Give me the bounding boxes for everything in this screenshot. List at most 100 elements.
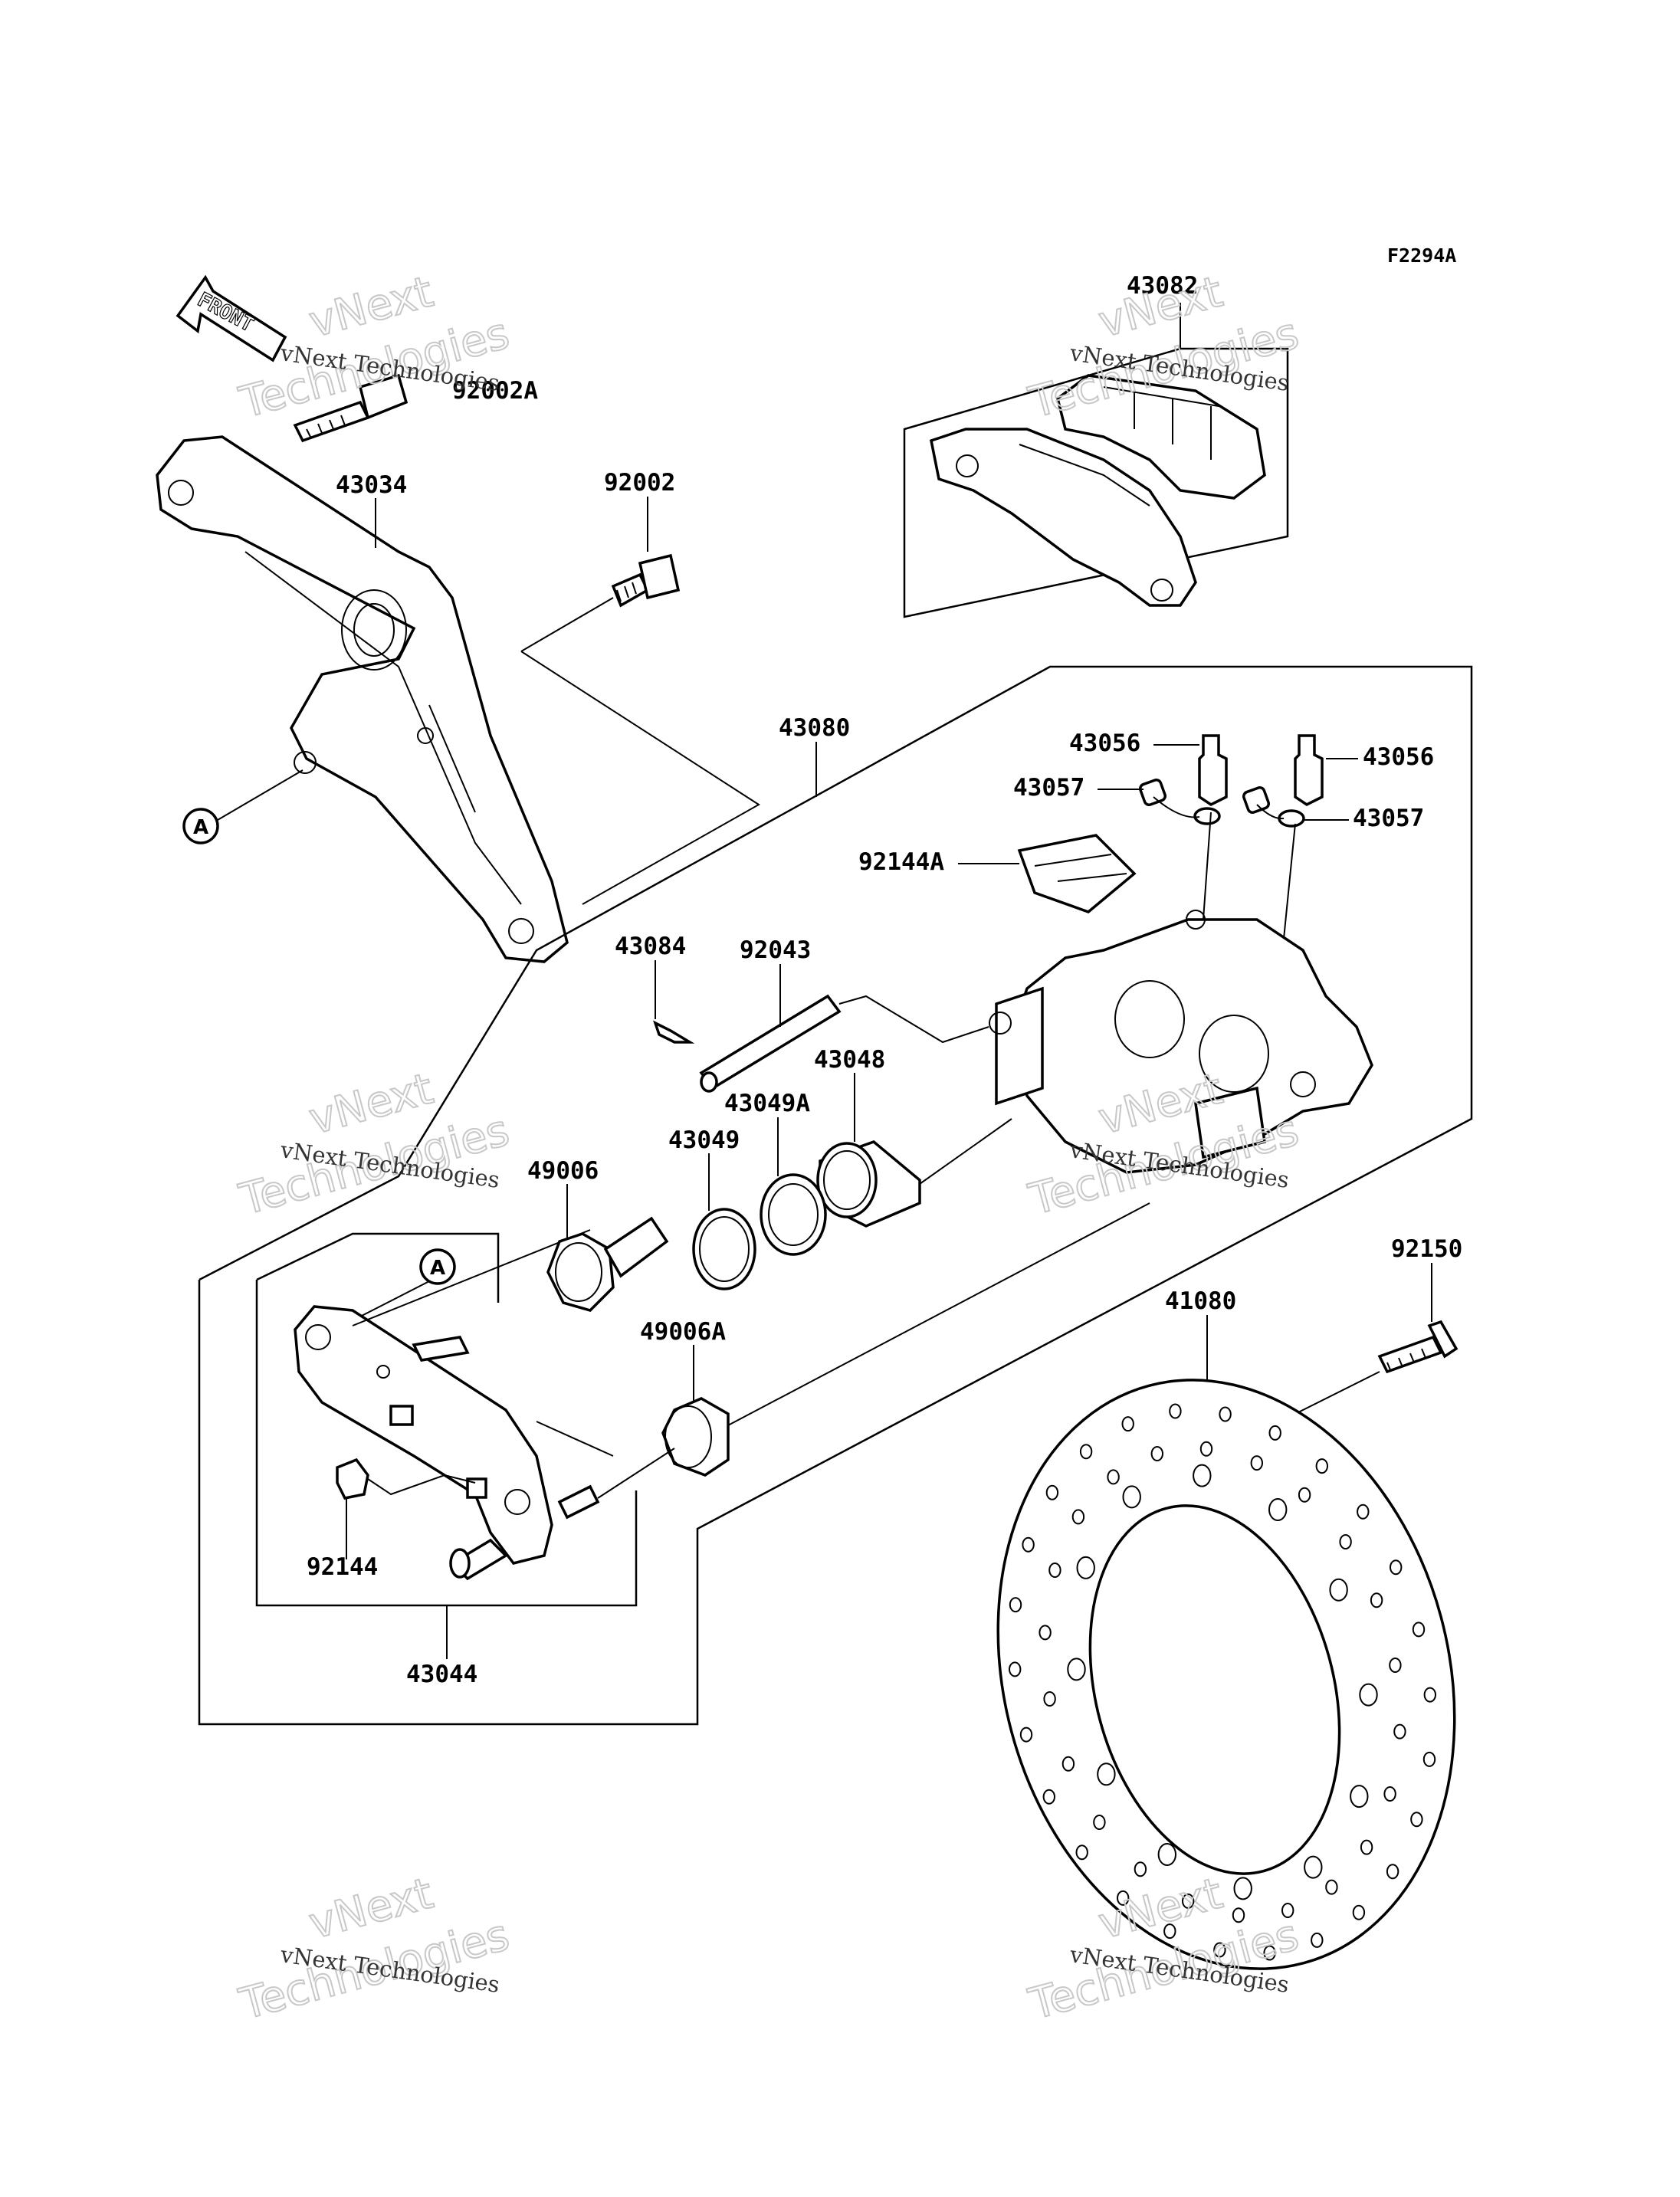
part-label-43056-left: 43056 xyxy=(1069,730,1140,757)
part-label-49006A: 49006A xyxy=(640,1318,726,1346)
part-label-43082: 43082 xyxy=(1127,272,1198,300)
disc-hole xyxy=(1169,1403,1182,1419)
disc-bolt-92150-icon xyxy=(1377,1320,1459,1374)
part-label-43048: 43048 xyxy=(814,1046,885,1074)
disc-hole xyxy=(1163,1923,1176,1940)
pad-spring-92144A-icon xyxy=(1017,834,1137,913)
reference-marker-a-upper: A xyxy=(182,769,304,844)
disc-hole xyxy=(1268,1425,1281,1441)
front-arrow-icon: FRONT xyxy=(176,274,287,362)
disc-hole xyxy=(1061,1756,1075,1772)
part-label-43049: 43049 xyxy=(668,1126,740,1154)
boot-49006A-icon xyxy=(661,1397,730,1477)
disc-hole xyxy=(1232,1907,1245,1923)
disc-hole xyxy=(1117,1890,1130,1906)
caliper-support-bracket xyxy=(294,1305,600,1581)
part-label-43080: 43080 xyxy=(779,714,850,742)
caliper-bracket-43034 xyxy=(156,435,569,963)
part-label-41080: 41080 xyxy=(1165,1287,1236,1315)
part-labels: 43082 92002A 43034 92002 43080 43056 430… xyxy=(307,272,1462,1688)
disc-hole xyxy=(1219,1406,1232,1422)
svg-text:A: A xyxy=(193,816,208,839)
brake-disc-41080 xyxy=(996,1379,1456,1970)
disc-hole xyxy=(1360,1839,1373,1855)
disc-hole xyxy=(1048,1562,1061,1578)
bleed-valve-left-icon xyxy=(1198,734,1228,807)
disc-hole xyxy=(1019,1726,1033,1743)
disc-hole xyxy=(1268,1498,1288,1521)
disc-hole xyxy=(1389,1658,1402,1673)
disc-hole xyxy=(1393,1723,1406,1740)
part-label-43057-left: 43057 xyxy=(1013,774,1084,802)
bleed-cap-left-icon xyxy=(1138,778,1221,825)
part-label-43044: 43044 xyxy=(406,1661,477,1688)
bolt-92002-icon xyxy=(611,553,681,608)
part-label-49006: 49006 xyxy=(527,1157,599,1185)
pad-spring-92144-icon xyxy=(336,1458,369,1500)
part-label-92150: 92150 xyxy=(1391,1235,1462,1263)
disc-hole xyxy=(1097,1763,1116,1786)
disc-hole xyxy=(1071,1509,1085,1525)
disc-hole xyxy=(1150,1446,1164,1461)
disc-hole xyxy=(1093,1815,1106,1830)
disc-hole xyxy=(1422,1751,1436,1767)
disc-hole xyxy=(1182,1893,1195,1909)
part-label-43034: 43034 xyxy=(336,471,407,499)
disc-hole xyxy=(1390,1559,1403,1576)
disc-hole xyxy=(1311,1932,1324,1948)
svg-text:A: A xyxy=(430,1257,445,1280)
part-label-92002A: 92002A xyxy=(452,377,538,405)
part-label-92043: 92043 xyxy=(740,936,811,964)
disc-hole xyxy=(1281,1903,1294,1918)
caliper-body xyxy=(989,910,1373,1174)
part-label-92144: 92144 xyxy=(307,1553,378,1581)
disc-hole xyxy=(1250,1455,1264,1471)
disc-hole xyxy=(1075,1844,1088,1861)
disc-hole xyxy=(1045,1484,1059,1500)
disc-hole xyxy=(1107,1469,1120,1485)
disc-hole xyxy=(1199,1441,1213,1457)
disc-hole xyxy=(1325,1879,1338,1895)
part-label-43084: 43084 xyxy=(615,933,686,960)
disc-hole xyxy=(1315,1458,1329,1474)
cotter-pin-icon xyxy=(653,1020,695,1044)
disc-hole xyxy=(1410,1812,1423,1828)
figure-code: F2294A xyxy=(1387,244,1456,267)
disc-hole xyxy=(1067,1658,1086,1681)
bleed-valve-right-icon xyxy=(1294,734,1324,807)
part-label-43057-right: 43057 xyxy=(1353,805,1424,832)
disc-hole xyxy=(1263,1945,1276,1961)
piston-43048-icon xyxy=(816,1140,921,1228)
disc-hole xyxy=(1122,1485,1141,1509)
disc-hole xyxy=(1298,1487,1311,1503)
disc-hole xyxy=(1329,1578,1348,1602)
disc-hole xyxy=(1352,1904,1366,1920)
disc-hole xyxy=(1043,1691,1056,1707)
reference-marker-a-lower: A xyxy=(359,1248,456,1317)
disc-hole xyxy=(1213,1942,1226,1958)
disc-hole xyxy=(1357,1503,1370,1520)
disc-hole xyxy=(1423,1687,1437,1703)
disc-hole xyxy=(1042,1789,1056,1805)
disc-hole xyxy=(1009,1661,1022,1677)
disc-hole xyxy=(1009,1597,1022,1613)
disc-hole xyxy=(1412,1622,1426,1638)
disc-hole xyxy=(1076,1556,1095,1579)
disc-hole xyxy=(1350,1785,1369,1808)
disc-hole xyxy=(1039,1625,1052,1641)
part-label-43049A: 43049A xyxy=(724,1090,810,1117)
disc-hole xyxy=(1193,1464,1212,1487)
boot-49006-icon xyxy=(546,1216,669,1312)
brake-pad-set xyxy=(903,303,1289,618)
seal-43049A-icon xyxy=(760,1173,827,1256)
part-label-92144A: 92144A xyxy=(858,848,944,876)
disc-hole xyxy=(1233,1877,1252,1900)
disc-hole xyxy=(1121,1416,1134,1432)
disc-hole xyxy=(1157,1843,1177,1866)
disc-hole xyxy=(1386,1864,1399,1880)
disc-hole xyxy=(1383,1786,1396,1802)
part-label-43056-right: 43056 xyxy=(1363,743,1434,771)
disc-hole xyxy=(1339,1534,1352,1549)
disc-hole xyxy=(1079,1444,1093,1460)
